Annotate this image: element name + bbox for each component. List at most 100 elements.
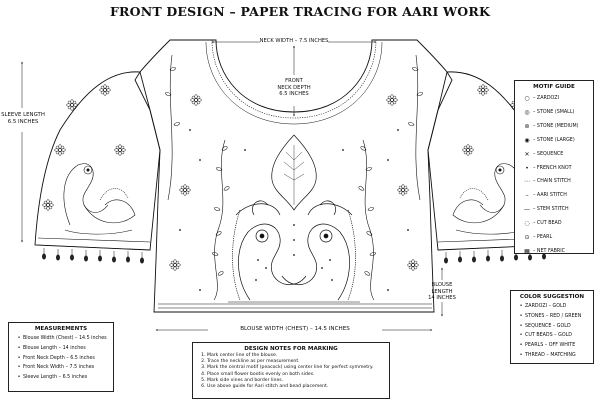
pearl-icon: ⊙ bbox=[524, 234, 530, 242]
measurements-panel: MEASUREMENTS •Blouse Width (Chest) – 14.… bbox=[8, 322, 114, 392]
neck-width-label: NECK WIDTH – 7.5 INCHES bbox=[259, 38, 329, 44]
color-suggestion-item-text: THREAD – MATCHING bbox=[525, 352, 576, 358]
color-suggestion-item: •CUT BEADS – GOLD bbox=[517, 331, 593, 341]
bullet-icon: • bbox=[17, 355, 21, 361]
color-suggestion-title: COLOR SUGGESTION bbox=[519, 294, 585, 300]
stem-stitch-icon: — bbox=[524, 206, 530, 214]
motif-guide-item: ○– ZARDOZI bbox=[521, 92, 593, 106]
motif-guide-item: ✕– SEQUENCE bbox=[521, 148, 593, 162]
bodice-outline bbox=[134, 39, 453, 313]
motif-guide-item-label: – STEM STITCH bbox=[533, 207, 569, 213]
design-note-item: Use above guide for Aari stitch and bead… bbox=[207, 384, 385, 390]
blouse-length-line-3: 14 INCHES bbox=[428, 295, 456, 301]
measurement-item-text: Blouse Width (Chest) – 14.5 inches bbox=[23, 336, 107, 341]
motif-guide-item-label: – STONE (MEDIUM) bbox=[533, 123, 579, 129]
motif-guide-item-label: – CHAIN STITCH bbox=[533, 179, 571, 185]
color-suggestion-item-text: SEQUENCE – GOLD bbox=[525, 323, 571, 329]
sleeve-length-line-1: SLEEVE LENGTH bbox=[1, 112, 45, 118]
blouse-length-line-2: LENGTH bbox=[431, 288, 453, 295]
color-suggestion-list: •ZARDOZI – GOLD•STONES – RED / GREEN•SEQ… bbox=[511, 302, 593, 361]
stone-medium-icon: ⊚ bbox=[524, 122, 530, 130]
color-suggestion-item: •SEQUENCE – GOLD bbox=[517, 322, 593, 332]
bullet-icon: • bbox=[519, 304, 523, 309]
measurement-item-text: Sleeve Length – 6.5 inches bbox=[23, 375, 88, 381]
color-suggestion-item-text: STONES – RED / GREEN bbox=[525, 313, 582, 319]
color-suggestion-item: •ZARDOZI – GOLD bbox=[517, 302, 593, 312]
motif-guide-item: —– STEM STITCH bbox=[521, 203, 593, 217]
page-title: FRONT DESIGN – PAPER TRACING FOR AARI WO… bbox=[109, 4, 491, 19]
bullet-icon: • bbox=[519, 343, 523, 349]
motif-guide-item: ◌– CUT BEAD bbox=[521, 217, 593, 231]
measurement-item-text: Front Neck Width – 7.5 inches bbox=[23, 365, 95, 371]
net-fabric-icon: ▦ bbox=[524, 247, 530, 255]
color-suggestion-item-text: CUT BEADS – GOLD bbox=[525, 333, 572, 339]
front-neck-depth-label: FRONT NECK DEPTH 6.5 INCHES bbox=[264, 78, 324, 98]
dimension-lines bbox=[21, 41, 443, 331]
outer-vines bbox=[164, 54, 424, 201]
bullet-icon: • bbox=[17, 375, 21, 381]
left-sleeve-peacock bbox=[42, 84, 136, 235]
bullet-icon: • bbox=[519, 333, 523, 339]
measurement-item: •Blouse Length – 14 inches bbox=[15, 344, 113, 354]
design-notes-title: DESIGN NOTES FOR MARKING bbox=[244, 346, 338, 352]
bullet-icon: • bbox=[17, 336, 21, 341]
measurement-item-text: Blouse Length – 14 inches bbox=[23, 345, 86, 351]
sleeve-length-line-2: 6.5 INCHES bbox=[7, 118, 39, 125]
right-vine bbox=[357, 139, 377, 301]
motif-guide-item-label: – STONE (LARGE) bbox=[533, 137, 575, 143]
motif-guide-title: MOTIF GUIDE bbox=[533, 84, 575, 90]
motif-guide-item: ⊙– PEARL bbox=[521, 231, 593, 245]
motif-guide-item: ◉– STONE (LARGE) bbox=[521, 134, 593, 148]
sequence-icon: ✕ bbox=[524, 150, 530, 158]
measurements-list: •Blouse Width (Chest) – 14.5 inches•Blou… bbox=[9, 334, 113, 383]
measurement-item: •Sleeve Length – 6.5 inches bbox=[15, 373, 113, 383]
front-neck-depth-line-1: FRONT bbox=[285, 78, 303, 84]
design-note-item: Trace the neckline as per measurement. bbox=[207, 359, 385, 365]
bullet-icon: • bbox=[519, 313, 523, 319]
front-neck-depth-line-2: NECK DEPTH bbox=[277, 84, 311, 91]
blouse-width-label: BLOUSE WIDTH (CHEST) – 14.5 INCHES bbox=[240, 326, 350, 332]
design-note-item: Place small flower bootis evenly on both… bbox=[207, 372, 385, 378]
measurement-item: •Front Neck Depth – 6.5 inches bbox=[15, 354, 113, 364]
motif-guide-item: –– AARI STITCH bbox=[521, 189, 593, 203]
motif-guide-item-label: – AARI STITCH bbox=[533, 193, 567, 199]
design-note-item: Mark the central motif (peacock) using c… bbox=[207, 365, 385, 371]
measurement-item: •Front Neck Width – 7.5 inches bbox=[15, 363, 113, 373]
left-sleeve bbox=[34, 71, 161, 251]
color-suggestion-panel: COLOR SUGGESTION •ZARDOZI – GOLD•STONES … bbox=[510, 290, 594, 364]
sleeve-length-label: SLEEVE LENGTH 6.5 INCHES bbox=[0, 112, 46, 126]
bullet-icon: • bbox=[519, 352, 523, 358]
left-sleeve-tassels bbox=[41, 247, 145, 264]
motif-guide-panel: MOTIF GUIDE ○– ZARDOZI◎– STONE (SMALL)⊚–… bbox=[514, 80, 594, 255]
bullet-icon: • bbox=[519, 323, 523, 329]
motif-guide-item-label: – ZARDOZI bbox=[533, 96, 559, 101]
measurement-item-text: Front Neck Depth – 6.5 inches bbox=[23, 355, 95, 361]
cut-bead-icon: ◌ bbox=[524, 220, 530, 228]
aari-stitch-icon: – bbox=[525, 192, 529, 200]
design-notes-panel: DESIGN NOTES FOR MARKING Mark center lin… bbox=[192, 342, 390, 399]
motif-guide-item-label: – FRENCH KNOT bbox=[533, 165, 572, 171]
chain-stitch-icon: ⋯ bbox=[524, 178, 530, 186]
color-suggestion-item-text: ZARDOZI – GOLD bbox=[525, 304, 567, 309]
motif-guide-item-label: – STONE (SMALL) bbox=[533, 109, 575, 115]
measurement-item: •Blouse Width (Chest) – 14.5 inches bbox=[15, 334, 113, 344]
blouse-length-line-1: BLOUSE bbox=[431, 282, 453, 288]
bullet-icon: • bbox=[17, 365, 21, 371]
color-suggestion-item: •PEARLS – OFF WHITE bbox=[517, 341, 593, 351]
motif-guide-item-label: – PEARL bbox=[533, 235, 553, 241]
motif-guide-list: ○– ZARDOZI ◎– STONE (SMALL) ⊚– STONE (MEDI… bbox=[515, 92, 593, 259]
zardozi-icon: ○ bbox=[524, 95, 530, 102]
design-notes-list: Mark center line of the blouse.Trace the… bbox=[193, 353, 389, 390]
motif-guide-item-label: – CUT BEAD bbox=[533, 221, 562, 227]
color-suggestion-item: •STONES – RED / GREEN bbox=[517, 312, 593, 322]
motif-guide-item: ⋯– CHAIN STITCH bbox=[521, 175, 593, 189]
color-suggestion-item-text: PEARLS – OFF WHITE bbox=[525, 343, 576, 349]
motif-guide-item-label: – NET FABRIC bbox=[533, 248, 565, 254]
motif-guide-item: ⊚– STONE (MEDIUM) bbox=[521, 120, 593, 134]
left-vine bbox=[211, 139, 231, 301]
stone-large-icon: ◉ bbox=[524, 136, 530, 144]
stone-small-icon: ◎ bbox=[524, 108, 530, 116]
color-suggestion-item: •THREAD – MATCHING bbox=[517, 351, 593, 361]
measurements-title: MEASUREMENTS bbox=[34, 326, 88, 332]
